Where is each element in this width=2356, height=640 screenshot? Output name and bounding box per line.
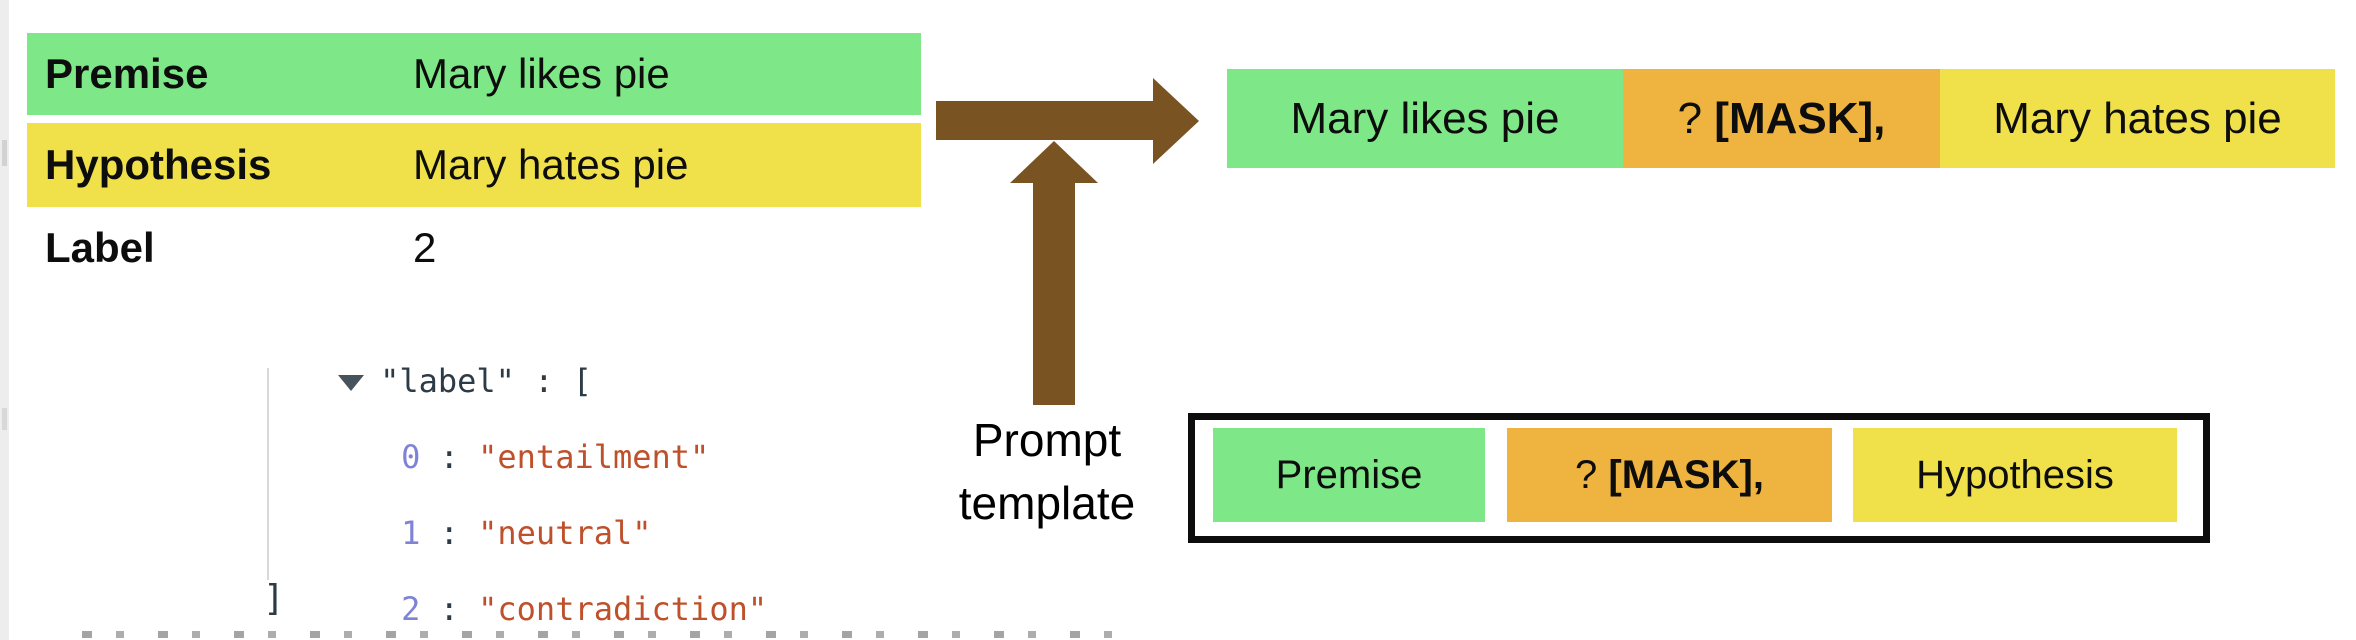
table-cell-label-label: Label (45, 224, 155, 271)
prompt-template-caption: Prompt template (912, 409, 1182, 535)
json-index: 0 (401, 438, 421, 476)
json-separator: : (420, 438, 479, 476)
output-premise-segment: Mary likes pie (1227, 69, 1623, 168)
json-item-entailment: 0 : "entailment" (324, 394, 709, 476)
table-cell-premise-label: Premise (27, 33, 414, 115)
json-indent-guide (267, 368, 269, 580)
json-closing-bracket: ] (263, 578, 285, 619)
json-label-key-line: "label" : [ (261, 318, 592, 400)
json-separator: : (420, 514, 479, 552)
caption-line-1: Prompt (972, 414, 1122, 466)
json-index: 2 (401, 590, 421, 628)
json-item-neutral: 1 : "neutral" (324, 470, 651, 552)
json-string-value: "neutral" (478, 514, 652, 552)
collapse-triangle-icon[interactable] (338, 375, 365, 391)
right-arrow-shaft (936, 101, 1153, 140)
caption-line-2: template (958, 477, 1136, 529)
json-item-contradiction: 2 : "contradiction" (324, 546, 767, 628)
mask-token: [MASK], (1608, 453, 1764, 497)
up-arrow-head (1010, 141, 1098, 183)
template-premise-slot: Premise (1213, 428, 1485, 522)
mask-prefix: ? (1575, 453, 1609, 497)
table-cell-hypothesis-value: Mary hates pie (402, 123, 921, 207)
json-index: 1 (401, 514, 421, 552)
up-arrow-shaft (1033, 183, 1075, 405)
right-arrow-head (1153, 78, 1199, 164)
json-string-value: "contradiction" (478, 590, 768, 628)
mask-prefix: ? (1677, 94, 1715, 143)
table-cell-label-value: 2 (413, 224, 437, 271)
json-key-text: "label" : [ (380, 362, 592, 400)
json-separator: : (420, 590, 479, 628)
template-mask-slot: ? [MASK], (1507, 428, 1832, 522)
left-edge-artifact (0, 0, 9, 640)
table-cell-premise-value: Mary likes pie (402, 33, 921, 115)
clipped-bottom-text (82, 631, 1140, 638)
json-string-value: "entailment" (478, 438, 710, 476)
table-cell-hypothesis-label: Hypothesis (27, 123, 414, 207)
template-hypothesis-slot: Hypothesis (1853, 428, 2177, 522)
output-mask-segment: ? [MASK], (1623, 69, 1940, 168)
output-hypothesis-segment: Mary hates pie (1940, 69, 2335, 168)
mask-token: [MASK], (1714, 94, 1886, 143)
